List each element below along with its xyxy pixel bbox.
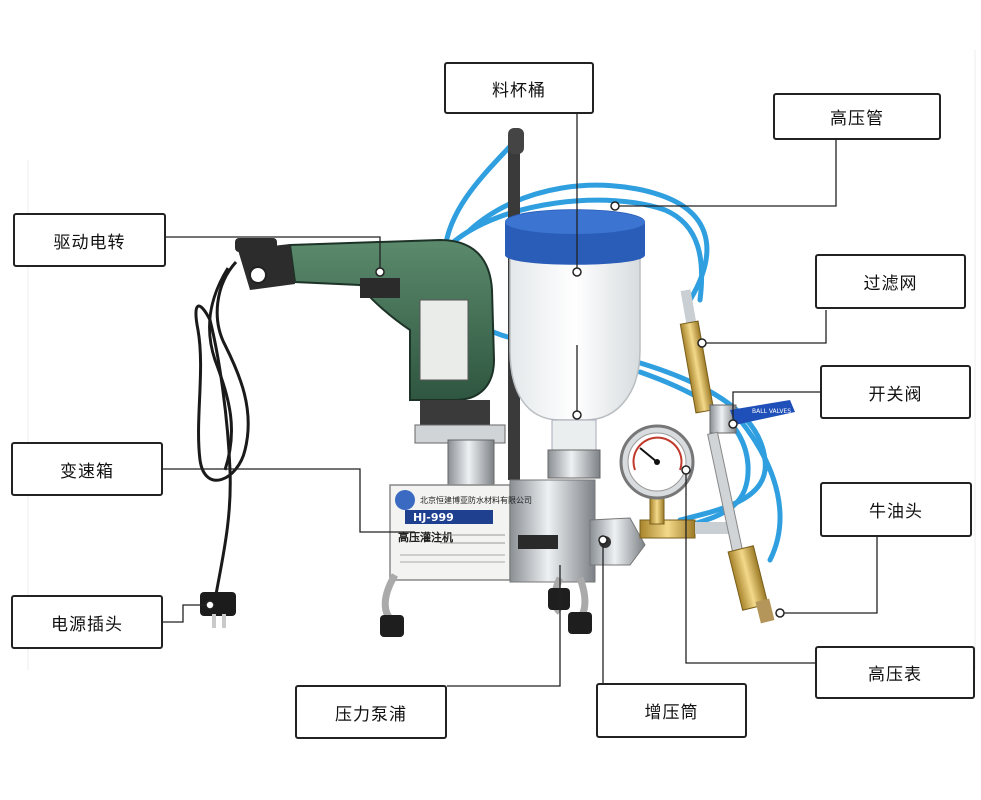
label-cup: 料杯桶 <box>444 62 594 114</box>
pump-body: 北京恒建博亚防水材料有限公司 HJ-999 高压灌注机 <box>389 479 596 583</box>
material-cup <box>505 209 645 479</box>
leader-hose <box>615 140 837 207</box>
pressure-gauge <box>619 424 696 539</box>
leader-nozzle <box>780 536 878 614</box>
valve-tag-text: BALL VALVES <box>752 408 791 415</box>
plate-name-text: 高压灌注机 <box>398 530 453 544</box>
leader-plug <box>163 604 210 623</box>
leader-valve-dot <box>728 419 738 429</box>
stand-knob <box>508 128 524 154</box>
label-drill: 驱动电转 <box>13 213 166 267</box>
leader-filter <box>702 310 827 344</box>
label-plug: 电源插头 <box>11 595 163 649</box>
leader-hose-dot <box>610 201 620 211</box>
pump-feet <box>380 573 592 637</box>
leader-cup-bottom-dot <box>572 410 582 420</box>
high-pressure-hose <box>441 132 783 563</box>
power-plug <box>200 592 236 628</box>
label-pump: 压力泵浦 <box>295 685 447 739</box>
leader-lines <box>163 112 878 687</box>
leader-valve <box>732 391 820 422</box>
label-booster: 增压筒 <box>596 683 747 738</box>
label-gearbox: 变速箱 <box>11 442 163 496</box>
drive-drill <box>235 238 496 430</box>
leader-gauge-dot <box>681 465 691 475</box>
gearbox <box>414 424 506 489</box>
label-filter: 过滤网 <box>815 254 966 309</box>
leader-pump <box>447 565 561 687</box>
leader-cup-dot <box>572 267 582 277</box>
leader-drill-dot <box>375 267 385 277</box>
plate-company-text: 北京恒建博亚防水材料有限公司 <box>420 495 532 505</box>
leader-gearbox <box>163 468 415 533</box>
filter-valve-nozzle: BALL VALVES <box>679 289 795 624</box>
leader-gauge <box>685 470 815 664</box>
label-gauge: 高压表 <box>815 646 975 699</box>
power-cord <box>194 260 250 601</box>
label-valve: 开关阀 <box>820 365 971 419</box>
leader-drill <box>166 236 381 270</box>
leader-nozzle-dot <box>775 608 785 618</box>
label-nozzle: 牛油头 <box>820 482 972 537</box>
plate-model-text: HJ-999 <box>413 511 454 524</box>
hose-coupler <box>695 522 735 534</box>
leader-plug-dot <box>205 600 215 610</box>
leader-filter-dot <box>697 338 707 348</box>
label-hose: 高压管 <box>773 93 941 140</box>
booster-cylinder <box>589 517 646 566</box>
leader-booster-dot <box>598 535 608 545</box>
